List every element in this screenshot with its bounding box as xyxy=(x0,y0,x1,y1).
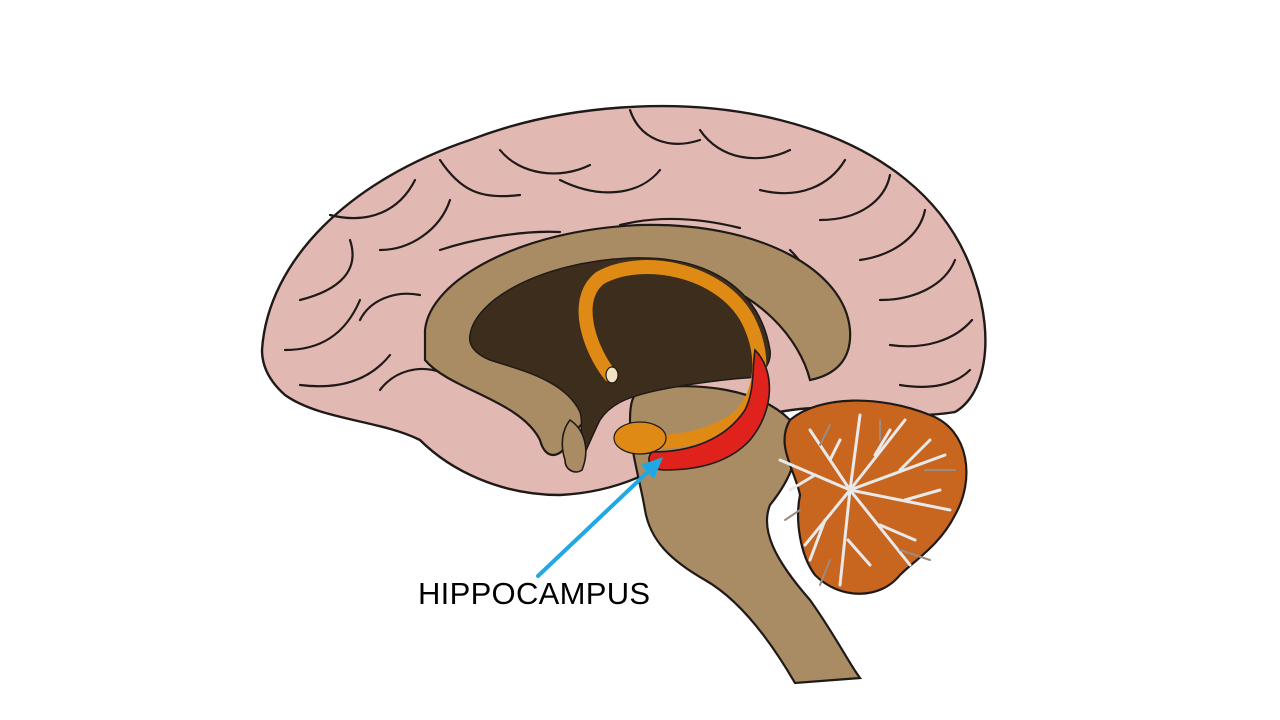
pointer-arrowhead xyxy=(641,457,663,479)
anterior-commissure xyxy=(605,366,619,384)
septal-region xyxy=(561,418,587,473)
arbor-vitae-shadow xyxy=(784,419,956,586)
pointer-arrow-line xyxy=(536,466,654,578)
fornix-body xyxy=(613,421,667,455)
sulci-lines xyxy=(283,108,974,392)
arbor-vitae xyxy=(778,413,952,587)
cerebellum xyxy=(783,399,968,595)
lateral-ventricle xyxy=(468,257,771,464)
fornix xyxy=(578,260,767,449)
diagram-label: HIPPOCAMPUS xyxy=(418,576,651,611)
